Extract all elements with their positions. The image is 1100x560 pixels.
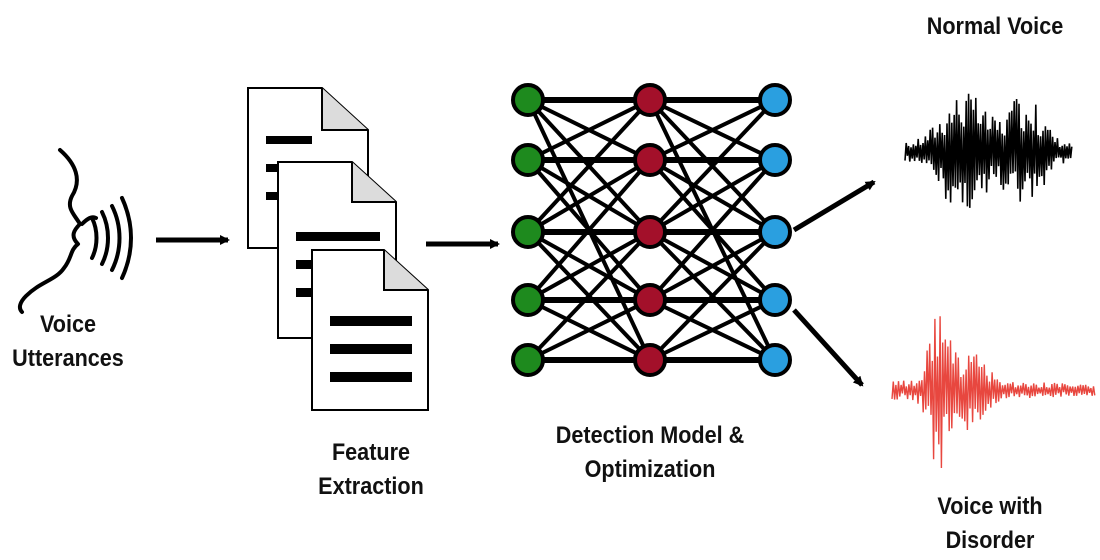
network-node-layer-1 bbox=[511, 215, 545, 249]
neural-network bbox=[511, 83, 792, 377]
network-edge bbox=[648, 158, 777, 302]
document-stack-icon bbox=[247, 87, 429, 411]
network-edge bbox=[527, 98, 651, 162]
feature-extraction-line-2: Extraction bbox=[318, 473, 424, 500]
network-edge bbox=[526, 98, 652, 234]
network-edge bbox=[526, 158, 652, 302]
network-node-layer-2 bbox=[633, 343, 667, 377]
detection-model-line-2: Optimization bbox=[584, 456, 716, 483]
network-node-layer-1 bbox=[511, 83, 545, 117]
voice-utterances-line-2: Utterances bbox=[12, 345, 124, 372]
voice-with-disorder-line-2: Disorder bbox=[945, 527, 1035, 554]
network-node-layer-2 bbox=[633, 143, 667, 177]
voice-with-disorder-line-1: Voice with bbox=[937, 493, 1043, 520]
detection-model-label: Detection Model & Optimization bbox=[524, 419, 776, 487]
normal-waveform-icon bbox=[904, 93, 1073, 208]
arrow-to-normal bbox=[792, 179, 876, 233]
network-node-layer-3 bbox=[758, 143, 792, 177]
network-edge bbox=[526, 158, 652, 234]
network-node-layer-3 bbox=[758, 283, 792, 317]
network-edge bbox=[649, 230, 776, 302]
disorder-waveform-icon bbox=[891, 316, 1096, 469]
normal-voice-label: Normal Voice bbox=[926, 13, 1064, 40]
network-node-layer-2 bbox=[633, 83, 667, 117]
speaking-head-icon bbox=[17, 148, 133, 314]
network-edge bbox=[527, 298, 651, 362]
network-edge bbox=[648, 98, 777, 234]
feature-extraction-label: Feature Extraction bbox=[290, 436, 452, 504]
voice-with-disorder-label: Voice with Disorder bbox=[900, 490, 1080, 558]
network-edge bbox=[526, 230, 652, 362]
network-node-layer-3 bbox=[758, 215, 792, 249]
network-node-layer-3 bbox=[758, 343, 792, 377]
network-node-layer-1 bbox=[511, 143, 545, 177]
network-edge bbox=[648, 230, 777, 362]
network-edge bbox=[649, 298, 776, 362]
network-node-layer-1 bbox=[511, 343, 545, 377]
detection-model-line-1: Detection Model & bbox=[555, 422, 745, 449]
network-edge bbox=[649, 98, 776, 162]
voice-utterances-label: Voice Utterances bbox=[0, 308, 149, 376]
network-node-layer-3 bbox=[758, 83, 792, 117]
network-node-layer-1 bbox=[511, 283, 545, 317]
network-node-layer-2 bbox=[633, 283, 667, 317]
arrow-to-disorder bbox=[792, 308, 864, 387]
network-node-layer-2 bbox=[633, 215, 667, 249]
feature-extraction-line-1: Feature bbox=[331, 439, 411, 466]
network-edge bbox=[649, 158, 776, 234]
network-edge bbox=[527, 230, 651, 302]
voice-utterances-line-1: Voice bbox=[39, 311, 97, 338]
